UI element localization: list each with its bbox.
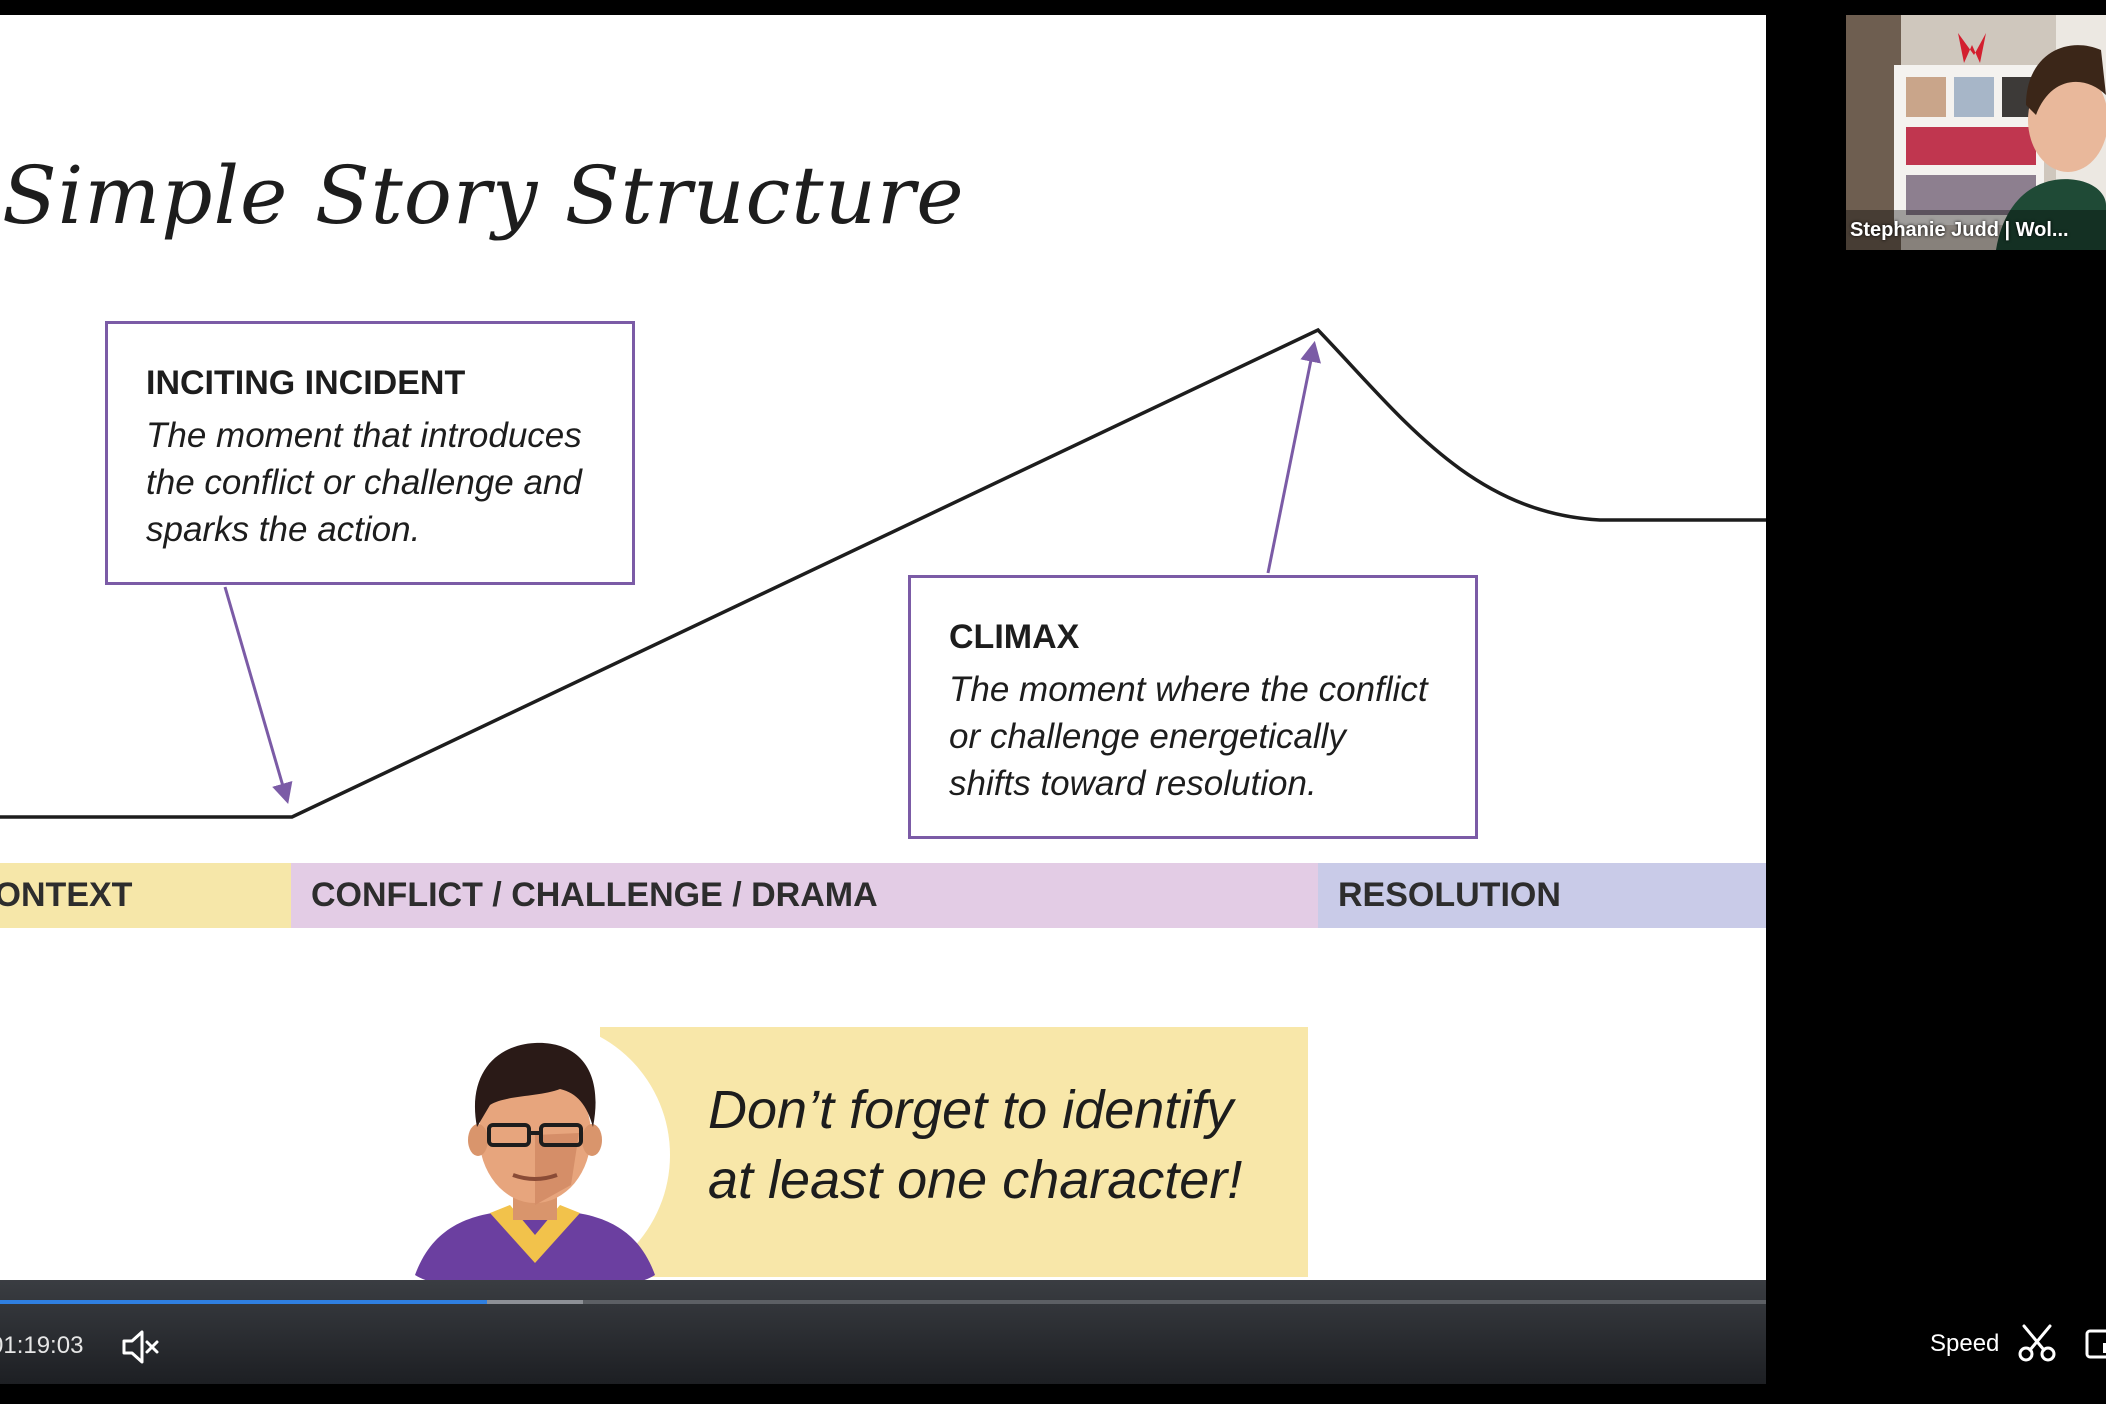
story-arc-diagram [0, 327, 1766, 819]
bottom-black-strip [0, 1384, 2106, 1404]
description-line: or challenge energetically [949, 717, 1346, 756]
mute-button[interactable] [118, 1325, 162, 1369]
character-tip-banner: Don’t forget to identify at least one cha… [600, 1027, 1308, 1277]
scissors-icon [2018, 1324, 2056, 1362]
webcam-video-feed [1846, 15, 2106, 250]
picture-in-picture-icon [2085, 1329, 2106, 1359]
progress-played [0, 1300, 488, 1304]
phase-band-resolution: RESOLUTION [1318, 863, 1766, 928]
description-line: shifts toward resolution. [949, 764, 1317, 803]
participant-video-tile[interactable]: Stephanie Judd | Wol... [1846, 15, 2106, 250]
climax-callout: CLIMAX The moment where the conflict or c… [908, 575, 1478, 839]
phase-band-conflict: CONFLICT / CHALLENGE / DRAMA [291, 863, 1318, 928]
picture-in-picture-button[interactable] [2084, 1324, 2106, 1364]
inciting-pointer-arrow [223, 586, 293, 805]
tip-line: at least one character! [708, 1150, 1243, 1210]
description-line: the conflict or challenge and [146, 463, 582, 502]
inciting-incident-heading: INCITING INCIDENT [146, 364, 466, 402]
participant-name-label: Stephanie Judd | Wol... [1850, 219, 2069, 241]
progress-bar[interactable] [0, 1300, 1766, 1304]
character-avatar-icon [400, 1020, 670, 1280]
top-black-bar [0, 0, 2106, 15]
description-line: sparks the action. [146, 510, 421, 549]
video-player-controls: 01:19:03 [0, 1280, 1766, 1384]
muted-speaker-icon [122, 1330, 159, 1364]
climax-description: The moment where the conflict or challeng… [949, 666, 1428, 807]
slide-title: Simple Story Structure [2, 149, 965, 242]
description-line: The moment where the conflict [949, 670, 1428, 709]
climax-heading: CLIMAX [949, 618, 1080, 656]
character-tip-text: Don’t forget to identify at least one cha… [708, 1075, 1242, 1215]
climax-pointer-arrow [1266, 340, 1321, 574]
tip-line: Don’t forget to identify [708, 1080, 1234, 1140]
description-line: The moment that introduces [146, 416, 582, 455]
inciting-incident-callout: INCITING INCIDENT The moment that introd… [105, 321, 635, 585]
phase-band-context: CONTEXT [0, 863, 291, 928]
right-side-controls: Speed [1766, 1300, 2106, 1384]
story-arc-line [0, 327, 1766, 819]
current-time-display: 01:19:03 [0, 1332, 84, 1359]
clip-button[interactable] [2016, 1322, 2058, 1364]
presentation-slide: Simple Story Structure INCITING INCIDENT… [0, 15, 1766, 1280]
playback-speed-button[interactable]: Speed [1930, 1330, 2000, 1357]
inciting-incident-description: The moment that introduces the conflict o… [146, 412, 582, 553]
